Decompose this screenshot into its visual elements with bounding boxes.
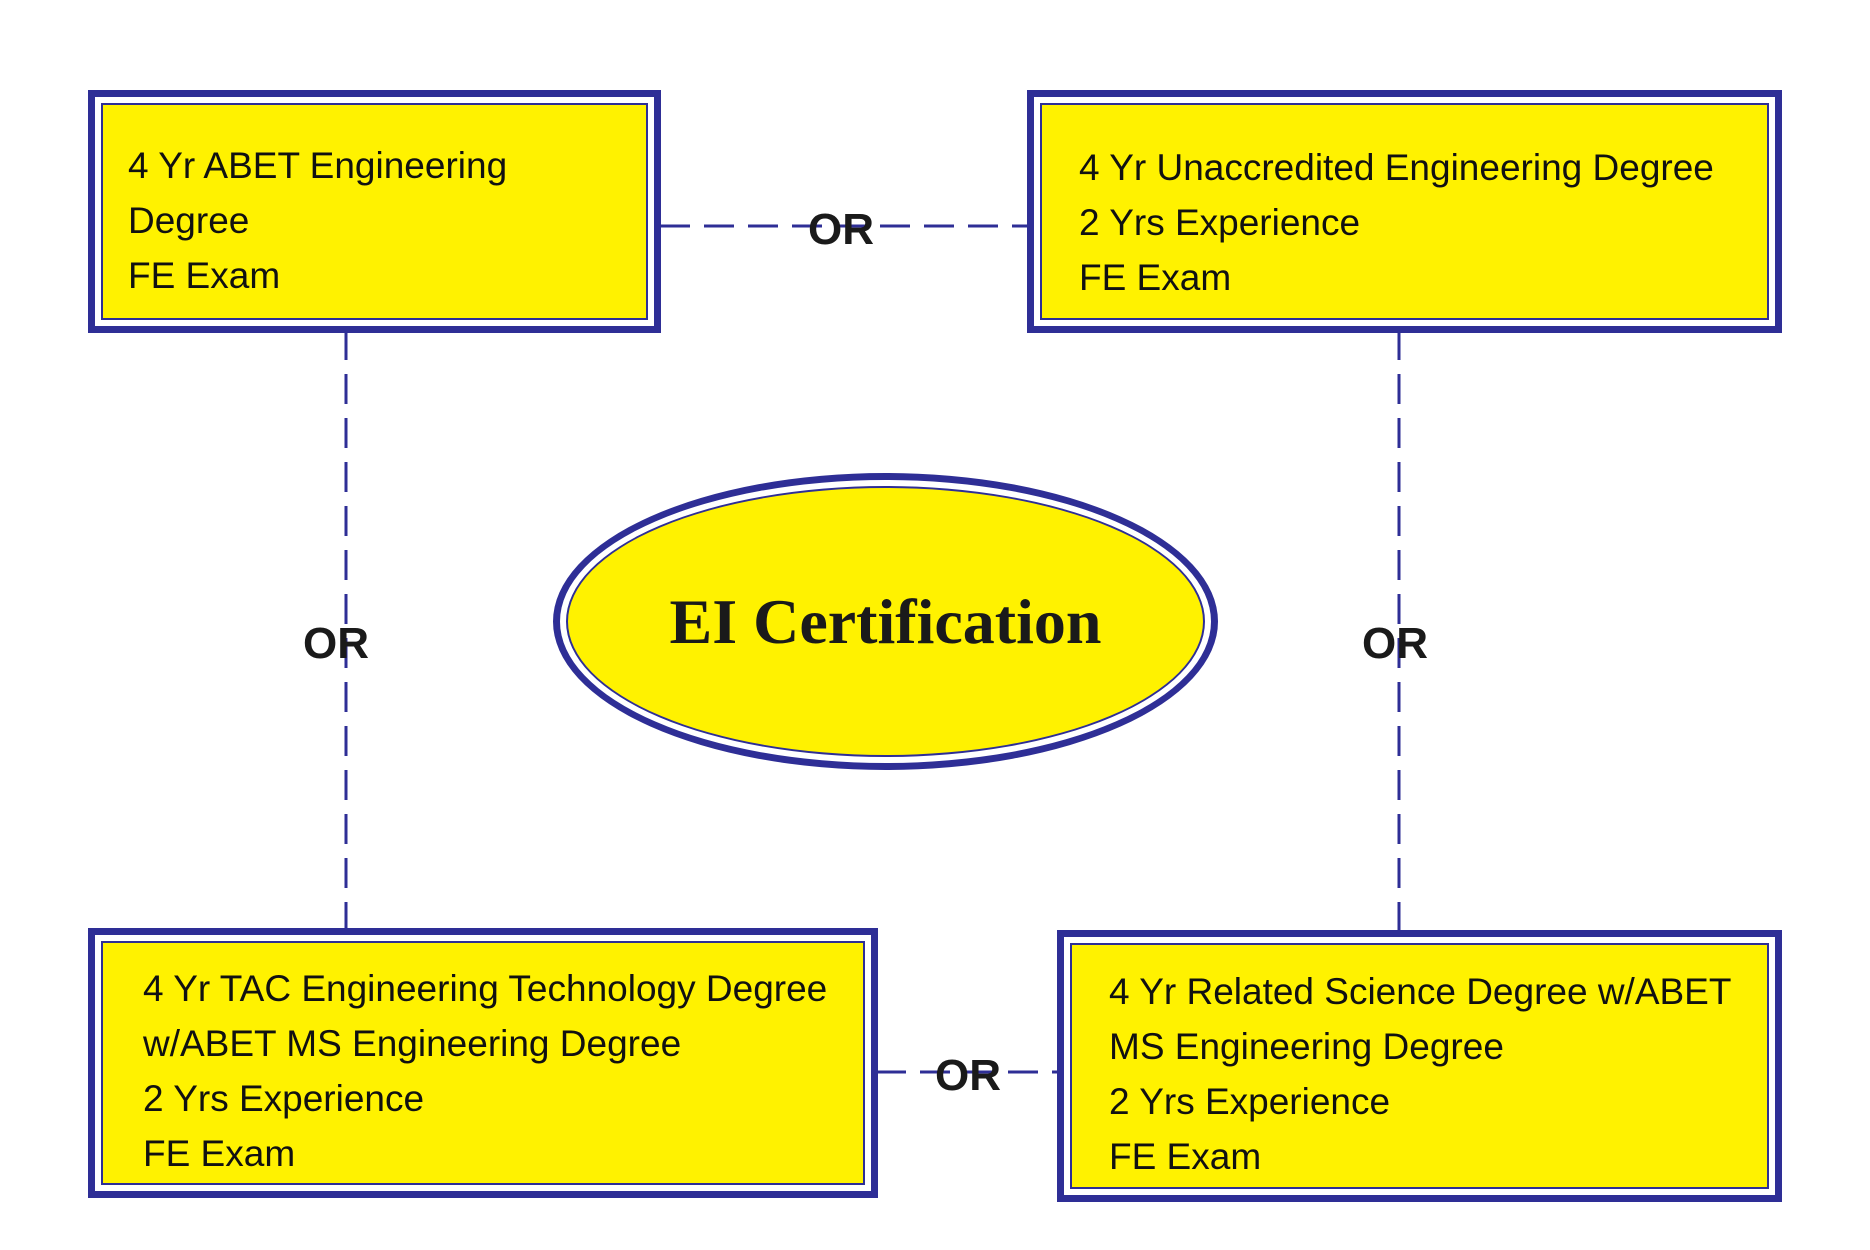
box-abet-degree: 4 Yr ABET Engineering Degree FE Exam: [88, 90, 661, 333]
box-related-science-degree: 4 Yr Related Science Degree w/ABET MS En…: [1057, 930, 1782, 1202]
box-line: 2 Yrs Experience: [1109, 1081, 1391, 1122]
box-line: FE Exam: [1079, 257, 1232, 298]
box-line: 4 Yr Related Science Degree w/ABET: [1109, 971, 1732, 1012]
or-label-right: OR: [1362, 619, 1428, 668]
box-line: 2 Yrs Experience: [143, 1078, 425, 1119]
box-line: FE Exam: [128, 255, 281, 296]
box-line: MS Engineering Degree: [1109, 1026, 1504, 1067]
box-line: 2 Yrs Experience: [1079, 202, 1361, 243]
box-tac-degree: 4 Yr TAC Engineering Technology Degree w…: [88, 928, 878, 1198]
center-ellipse: EI Certification: [553, 473, 1218, 770]
center-title: EI Certification: [669, 585, 1102, 657]
center-ellipse-fill: EI Certification: [566, 486, 1205, 757]
box-abet-degree-content: 4 Yr ABET Engineering Degree FE Exam: [101, 103, 648, 320]
box-line: w/ABET MS Engineering Degree: [143, 1023, 682, 1064]
box-tac-degree-content: 4 Yr TAC Engineering Technology Degree w…: [101, 941, 865, 1185]
or-label-top: OR: [808, 205, 874, 254]
box-line: Degree: [128, 200, 250, 241]
box-unaccredited-degree-content: 4 Yr Unaccredited Engineering Degree 2 Y…: [1040, 103, 1769, 320]
box-line: 4 Yr TAC Engineering Technology Degree: [143, 968, 828, 1009]
box-unaccredited-degree: 4 Yr Unaccredited Engineering Degree 2 Y…: [1027, 90, 1782, 333]
box-line: FE Exam: [143, 1133, 296, 1174]
box-line: 4 Yr ABET Engineering: [128, 145, 508, 186]
or-label-left: OR: [303, 619, 369, 668]
box-related-science-degree-content: 4 Yr Related Science Degree w/ABET MS En…: [1070, 943, 1769, 1189]
box-line: FE Exam: [1109, 1136, 1262, 1177]
or-label-bottom: OR: [935, 1051, 1001, 1100]
box-line: 4 Yr Unaccredited Engineering Degree: [1079, 147, 1714, 188]
